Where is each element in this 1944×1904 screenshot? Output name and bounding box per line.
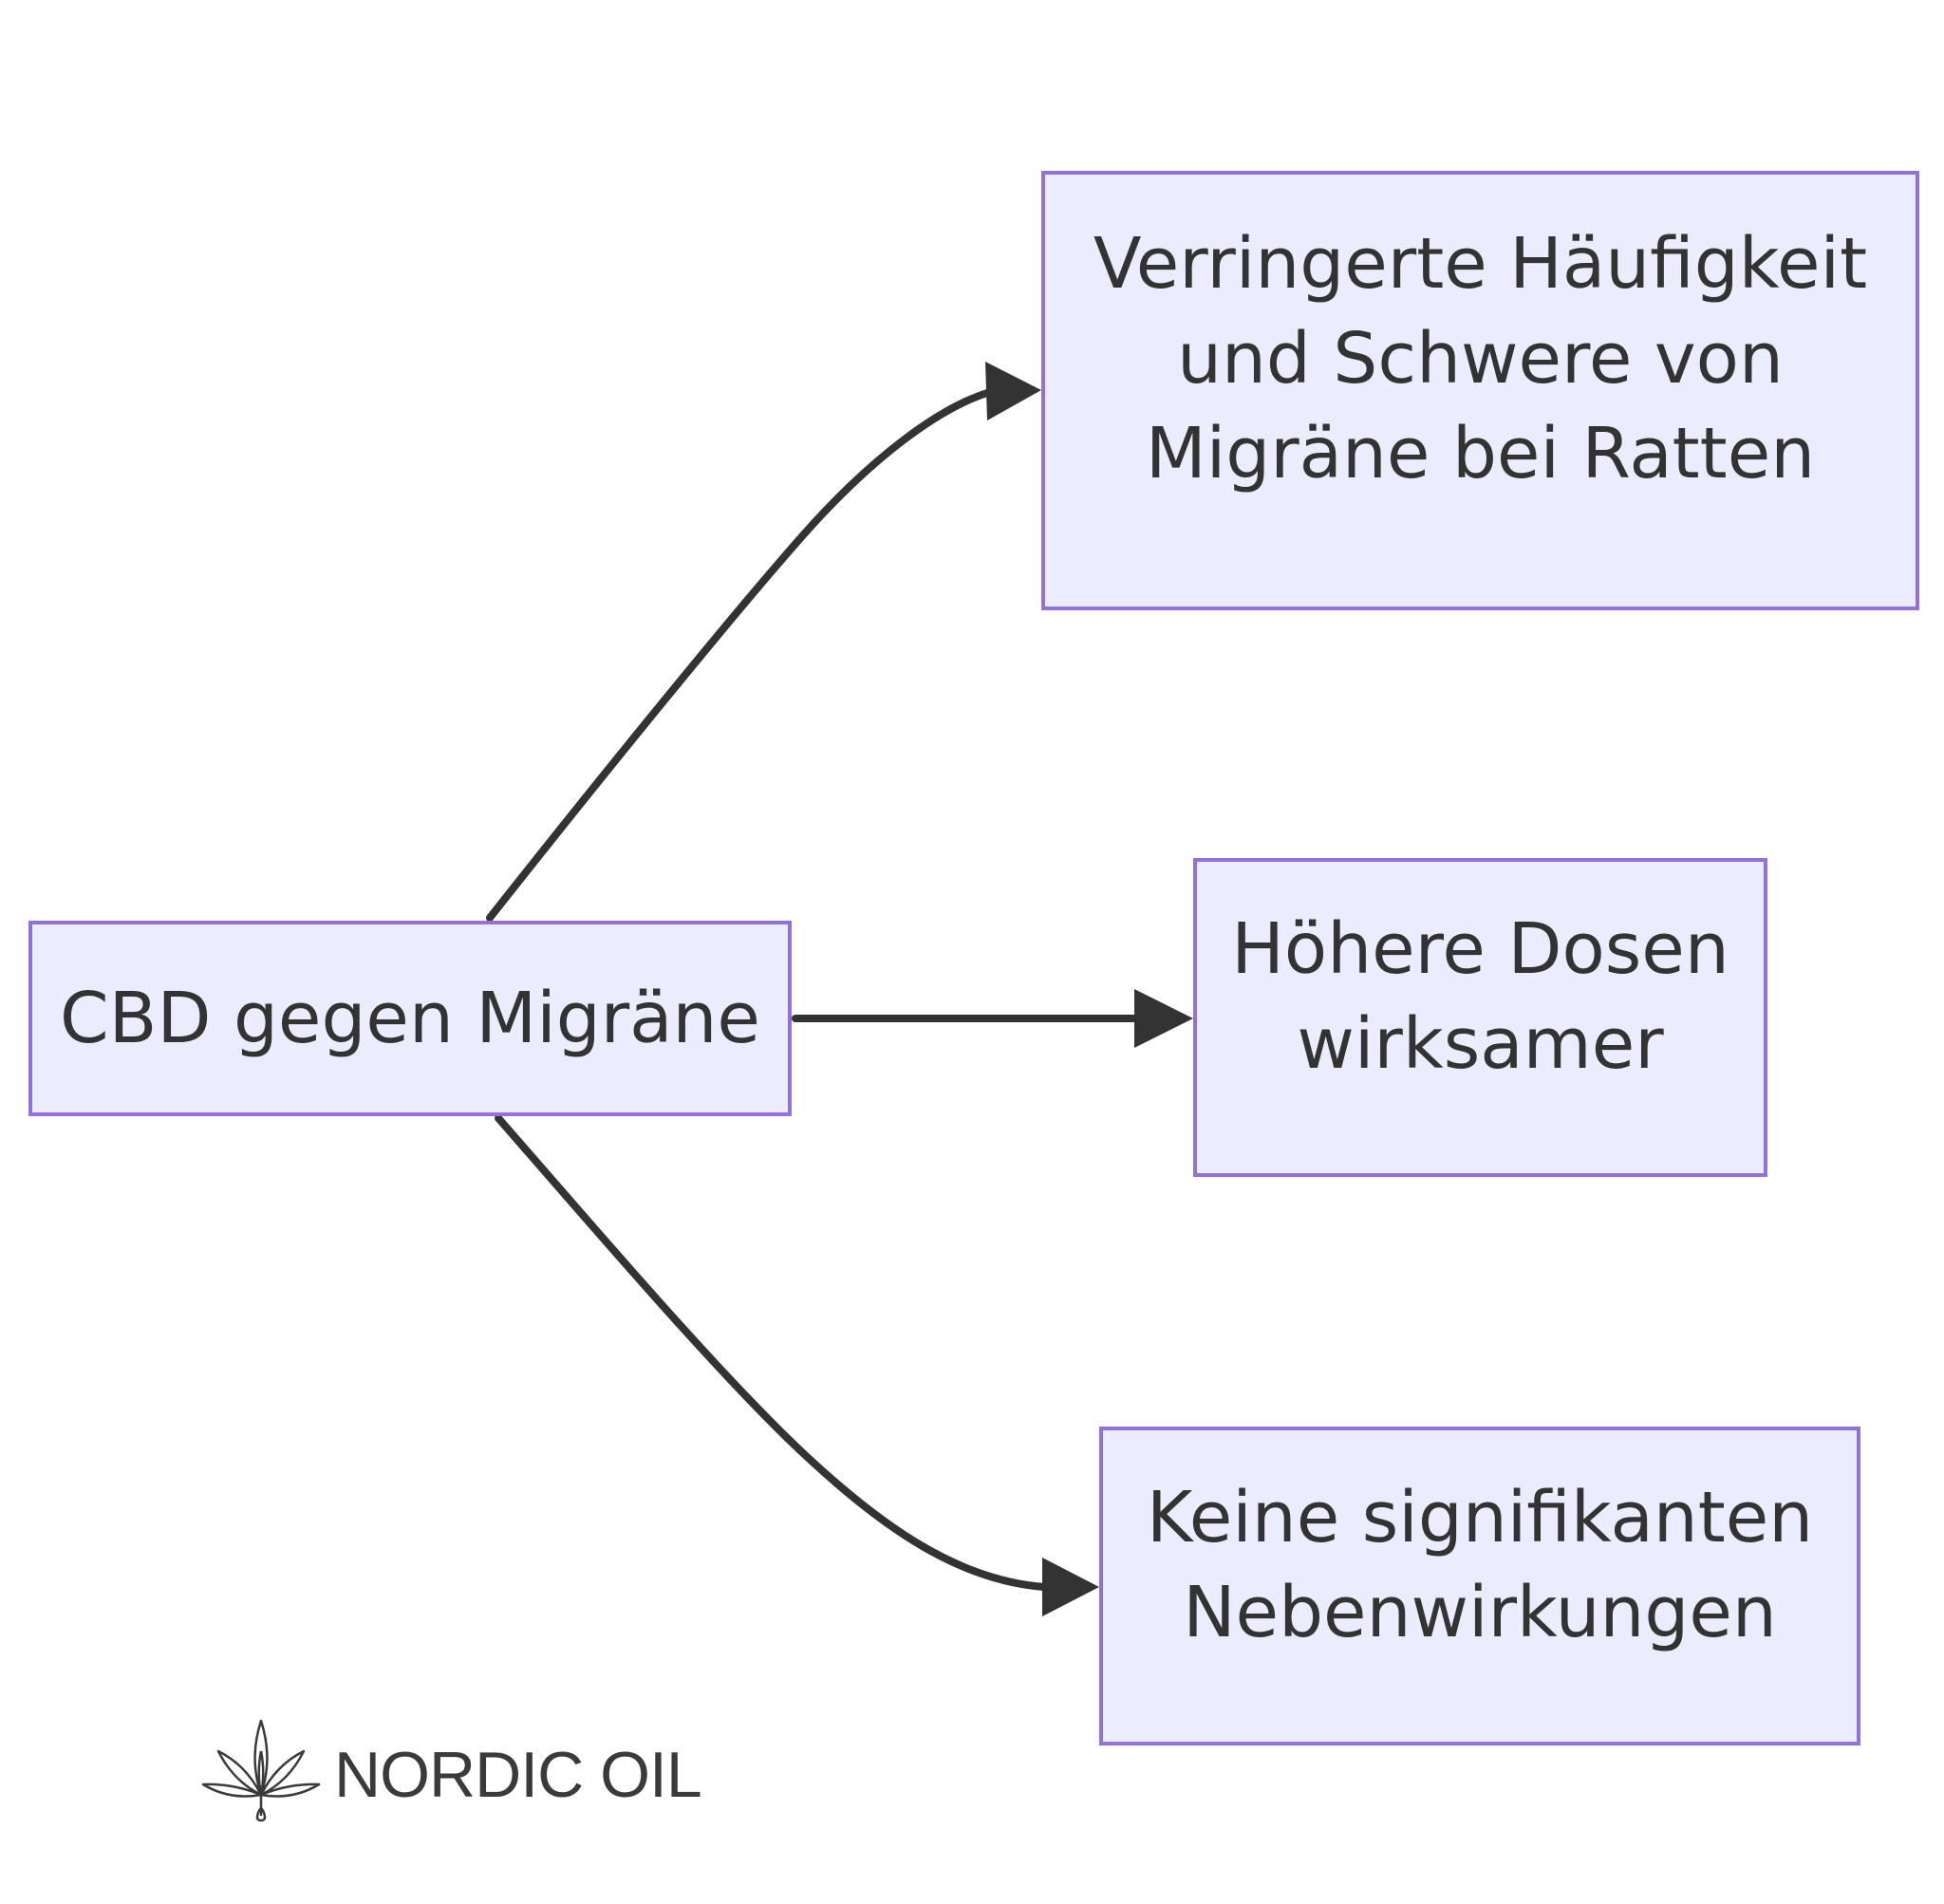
edge-root-to-no-side-effects [495, 1114, 1048, 1591]
nordic-oil-logo: NORDIC OIL [199, 1713, 702, 1837]
node-label: Höhere Dosen wirksamer [1231, 908, 1729, 1085]
node-higher-doses: Höhere Dosen wirksamer [1193, 858, 1767, 1177]
node-label: Keine signifikanten Nebenwirkungen [1146, 1477, 1814, 1653]
node-label: CBD gegen Migräne [60, 978, 760, 1059]
arrowhead-no-side-effects [1042, 1558, 1099, 1616]
node-label: Verringerte Häufigkeit und Schwere von M… [1093, 223, 1868, 495]
logo-text: NORDIC OIL [334, 1739, 702, 1811]
node-reduced-frequency: Verringerte Häufigkeit und Schwere von M… [1041, 171, 1919, 610]
arrowhead-higher-doses [1134, 989, 1193, 1048]
node-no-side-effects: Keine signifikanten Nebenwirkungen [1099, 1427, 1860, 1745]
cannabis-leaf-icon [201, 1719, 321, 1822]
node-cbd-against-migraine: CBD gegen Migräne [28, 921, 792, 1116]
edge-root-to-reduced [486, 389, 991, 922]
arrowhead-reduced [985, 362, 1041, 420]
